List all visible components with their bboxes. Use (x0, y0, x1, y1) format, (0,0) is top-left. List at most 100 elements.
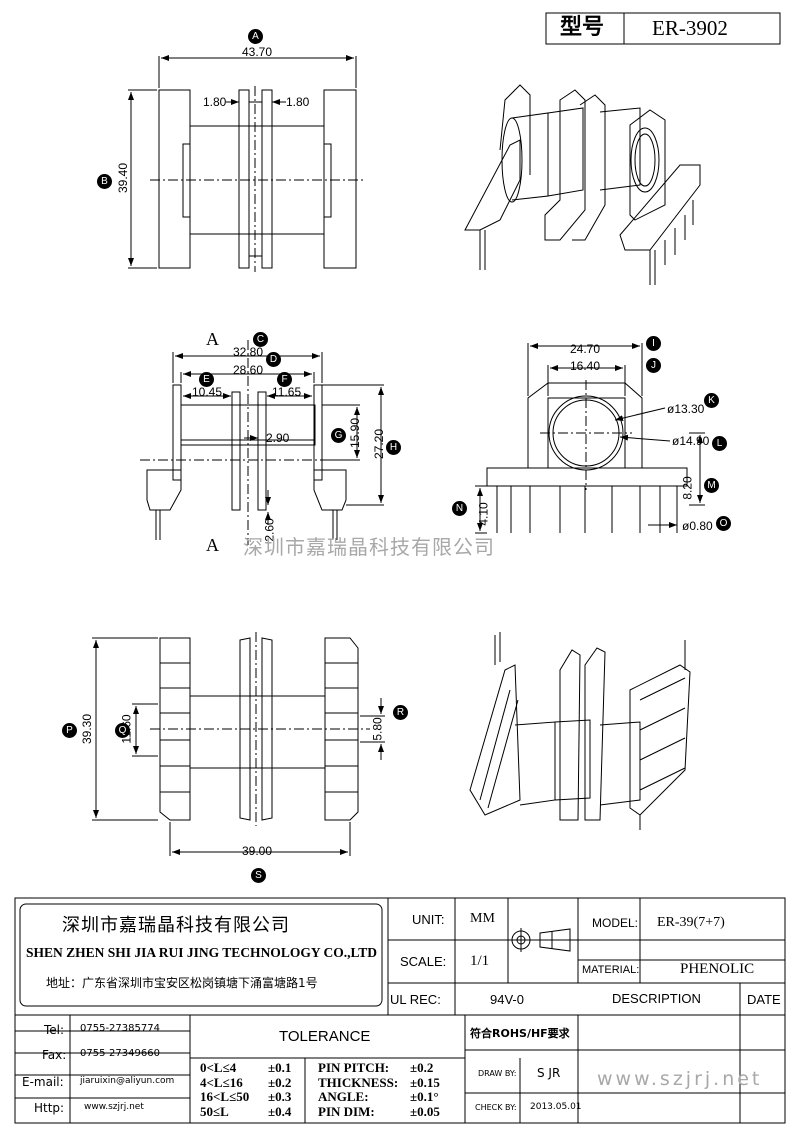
dim-top-width: 43.70 (242, 45, 273, 59)
dim-mid-c: 32.80 (233, 345, 264, 359)
model-field-value: ER-39(7+7) (657, 915, 725, 930)
check-label: CHECK BY: (475, 1103, 517, 1112)
callout-p: P (62, 723, 77, 738)
description-label: DESCRIPTION (612, 991, 701, 1006)
callout-k: K (704, 393, 719, 408)
rohs-note: 符合ROHS/HF要求 (470, 1027, 570, 1040)
side-view (475, 343, 705, 534)
callout-c: C (253, 332, 268, 347)
draw-value: S JR (537, 1066, 561, 1080)
callout-q: Q (115, 723, 130, 738)
callout-d: D (266, 352, 281, 367)
top-view (128, 55, 364, 272)
http-label: Http: (34, 1101, 65, 1115)
dim-mid-d: 28.60 (233, 363, 264, 377)
callout-r: R (393, 705, 408, 720)
date-label: DATE (747, 992, 781, 1007)
callout-f: F (277, 372, 292, 387)
company-name-en: SHEN ZHEN SHI JIA RUI JING TECHNOLOGY CO… (26, 945, 377, 960)
front-view (140, 340, 384, 545)
dim-mid-e: 10.45 (192, 385, 223, 399)
title-block-lines (14, 897, 786, 1124)
ul-label: UL REC: (390, 992, 441, 1007)
model-label: 型号 (560, 15, 605, 40)
dim-height-b: 39.40 (116, 162, 131, 194)
dim-mid-f: 11.65 (272, 385, 302, 399)
dim-side-i: 24.70 (570, 342, 601, 356)
http-value: www.szjrj.net (84, 1102, 144, 1112)
tolerance-item: THICKNESS: (318, 1074, 399, 1090)
section-mark-bottom: A (206, 535, 219, 555)
tolerance-item-value: ±0.1° (410, 1089, 439, 1104)
dim-top-a: 1.80 (203, 95, 227, 109)
callout-b: B (97, 174, 112, 189)
tel-value: 0755-27385774 (80, 1023, 160, 1034)
tolerance-range: 16<L≤50 (200, 1089, 250, 1104)
callout-a: A (248, 29, 263, 44)
dim-mid-h: 27.20 (372, 428, 387, 460)
dim-side-l: ø14.90 (672, 434, 710, 448)
dim-side-j: 16.40 (570, 359, 601, 373)
company-name-cn: 深圳市嘉瑞晶科技有限公司 (62, 915, 290, 936)
check-value: 2013.05.01 (530, 1102, 582, 1112)
iso-view-bottom (469, 632, 691, 830)
tolerance-value: ±0.4 (268, 1103, 292, 1119)
dim-bot-r: 5.80 (370, 717, 385, 741)
tolerance-value: ±0.1 (268, 1060, 292, 1075)
scale-label: SCALE: (400, 954, 447, 969)
material-label: MATERIAL: (582, 964, 640, 976)
dim-side-m: 8.20 (680, 476, 695, 500)
tolerance-item-value: ±0.05 (410, 1103, 440, 1119)
tolerance-value: ±0.3 (268, 1089, 292, 1104)
model-number: ER-3902 (652, 16, 728, 40)
iso-view-top (464, 84, 701, 285)
dim-bot-p: 39.30 (80, 713, 95, 745)
tolerance-item-value: ±0.15 (410, 1074, 440, 1090)
company-address: 地址：广东省深圳市宝安区松岗镇塘下涌富塘路1号 (46, 976, 318, 990)
fax-label: Fax: (42, 1048, 67, 1062)
title-box (545, 12, 781, 45)
tolerance-range: 4<L≤16 (200, 1074, 243, 1090)
unit-label: UNIT: (412, 912, 445, 927)
watermark-company: 深圳市嘉瑞晶科技有限公司 (243, 535, 495, 559)
tolerance-item: PIN PITCH: (318, 1060, 390, 1075)
callout-j: J (646, 358, 661, 373)
tolerance-title: TOLERANCE (279, 1028, 371, 1045)
dim-mid-g: 15.90 (348, 417, 363, 449)
email-label: E-mail: (22, 1075, 64, 1089)
callout-n: N (452, 501, 467, 516)
material-value: PHENOLIC (680, 961, 755, 977)
dim-mid-gap: 2.90 (266, 431, 290, 445)
ul-value: 94V-0 (490, 992, 524, 1007)
dim-top-b: 1.80 (286, 95, 310, 109)
unit-value: MM (470, 911, 495, 926)
tolerance-item: ANGLE: (318, 1089, 369, 1104)
callout-m: M (704, 478, 719, 493)
callout-s: S (251, 868, 266, 883)
dim-side-k: ø13.30 (667, 402, 705, 416)
callout-e: E (199, 372, 214, 387)
callout-i: I (646, 336, 661, 351)
fax-value: 0755-27349660 (80, 1048, 160, 1059)
draw-label: DRAW BY: (478, 1069, 517, 1078)
callout-l: L (712, 436, 727, 451)
tolerance-value: ±0.2 (268, 1074, 292, 1090)
watermark-url: www.szjrj.net (597, 1068, 763, 1090)
dim-side-n: 4.10 (476, 502, 491, 526)
dim-bot-s: 39.00 (242, 844, 273, 858)
callout-o: O (716, 516, 731, 531)
scale-value: 1/1 (470, 953, 490, 969)
tolerance-item-value: ±0.2 (410, 1060, 434, 1075)
tolerance-range: 50≤L (200, 1103, 229, 1119)
dim-side-o: ø0.80 (682, 519, 713, 533)
callout-h: H (386, 440, 401, 455)
section-mark-top: A (206, 329, 219, 349)
bottom-view (92, 632, 385, 856)
model-field-label: MODEL: (592, 916, 639, 930)
tel-label: Tel: (44, 1023, 65, 1037)
tolerance-range: 0<L≤4 (200, 1060, 237, 1075)
email-value: jiaruixin@aliyun.com (80, 1076, 175, 1086)
callout-g: G (331, 428, 346, 443)
tolerance-item: PIN DIM: (318, 1103, 375, 1119)
